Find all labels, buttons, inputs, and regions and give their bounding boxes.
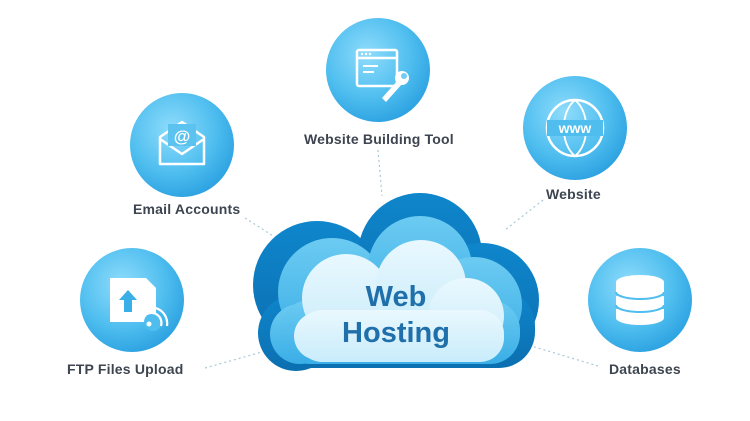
node-circle [326,18,430,122]
www-glyph: www [558,120,592,136]
label-website: Website [546,186,601,202]
www-globe-icon: www [545,98,605,158]
connector-website-building-tool [377,149,383,197]
file-upload-icon [110,278,169,331]
center-title-line2: Hosting [342,317,450,349]
center-title-line1: Web [365,281,427,313]
node-ftp [80,248,184,352]
email-envelope-icon: @ [158,120,206,166]
label-website-building-tool: Website Building Tool [304,131,454,147]
connector-website [504,199,544,231]
browser-wrench-icon [355,48,409,102]
node-website-building-tool [326,18,430,122]
connector-ftp [204,351,263,369]
database-icon [616,275,664,325]
at-sign-glyph: @ [174,127,191,146]
connector-databases [527,344,599,367]
label-ftp-files-upload: FTP Files Upload [67,361,184,377]
cloud-front [294,240,504,362]
label-email-accounts: Email Accounts [133,201,241,217]
cloud [253,193,539,371]
label-databases: Databases [609,361,681,377]
node-website: www [523,76,627,180]
node-databases [588,248,692,352]
node-email: @ [130,93,234,197]
